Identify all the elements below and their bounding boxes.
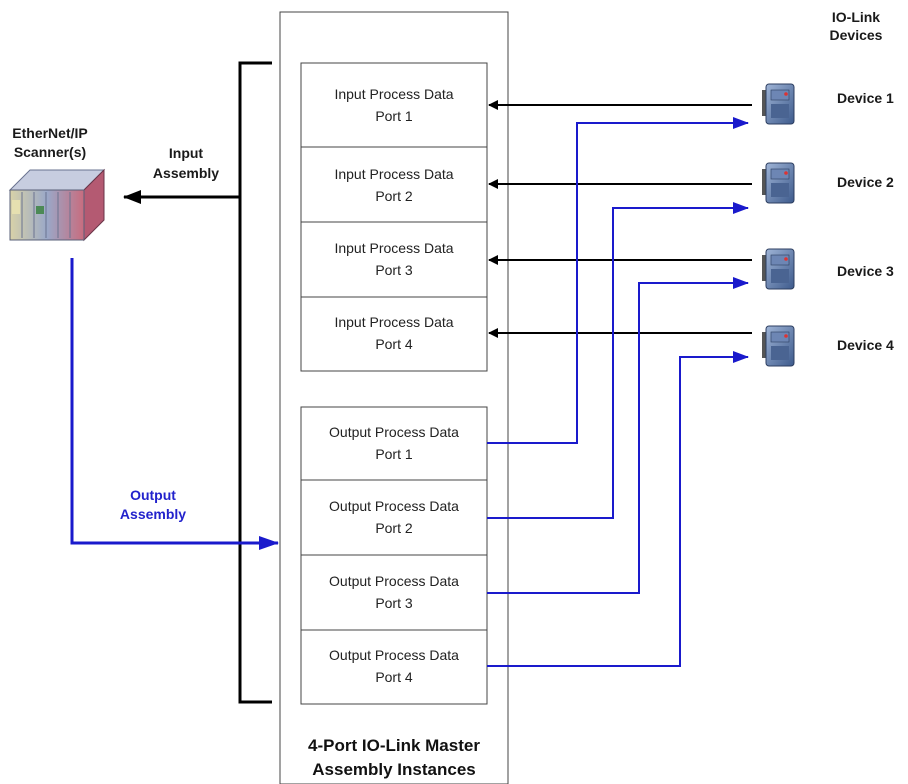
input-box-4-line1: Input Process Data <box>334 314 454 330</box>
output-box-1 <box>300 406 488 481</box>
input-box-3 <box>300 221 488 298</box>
output-line-2 <box>487 202 749 519</box>
input-box-3-line1: Input Process Data <box>334 240 454 256</box>
input-box-4-line2: Port 4 <box>375 336 413 352</box>
plc-rack-icon <box>8 168 106 242</box>
device-4-label: Device 4 <box>837 337 894 353</box>
assembly-bracket <box>238 61 272 704</box>
output-box-2-label: Output Process Data Port 2 <box>301 495 487 539</box>
output-box-3-line2: Port 3 <box>375 595 413 611</box>
output-box-1-line1: Output Process Data <box>329 424 459 440</box>
input-box-1-line1: Input Process Data <box>334 86 454 102</box>
device-1-label: Device 1 <box>837 90 894 106</box>
scanner-label-line1: EtherNet/IP <box>12 125 88 141</box>
input-boxes-group <box>300 62 488 372</box>
devices-header: IO-Link Devices <box>826 8 886 44</box>
device-2-label: Device 2 <box>837 174 894 190</box>
input-assembly-label: Input Assembly <box>136 143 236 183</box>
output-box-4-label: Output Process Data Port 4 <box>301 644 487 688</box>
output-line-1 <box>487 117 749 444</box>
output-assembly-label: Output Assembly <box>103 486 203 524</box>
input-box-3-label: Input Process Data Port 3 <box>301 237 487 281</box>
io-link-device-icon-1 <box>762 83 795 125</box>
scanner-label-line2: Scanner(s) <box>13 144 87 160</box>
devices-header-line1: IO-Link <box>831 9 881 25</box>
master-title-line2: Assembly Instances <box>312 760 476 779</box>
master-title-line1: 4-Port IO-Link Master <box>308 736 480 755</box>
output-box-4-line1: Output Process Data <box>329 647 459 663</box>
input-box-3-line2: Port 3 <box>375 262 413 278</box>
input-box-2-line1: Input Process Data <box>334 166 454 182</box>
input-box-2-line2: Port 2 <box>375 188 413 204</box>
input-box-2-label: Input Process Data Port 2 <box>301 163 487 207</box>
output-line-3 <box>487 277 749 594</box>
output-box-1-line2: Port 1 <box>375 446 413 462</box>
input-assembly-line2: Assembly <box>152 165 220 181</box>
input-box-1-line2: Port 1 <box>375 108 413 124</box>
scanner-label: EtherNet/IP Scanner(s) <box>0 124 100 162</box>
io-link-device-icon-4 <box>762 325 795 367</box>
io-link-device-icon-3 <box>762 248 795 290</box>
input-box-1 <box>300 62 488 148</box>
output-box-4-line2: Port 4 <box>375 669 413 685</box>
output-assembly-arrow <box>70 258 279 550</box>
output-box-2-line1: Output Process Data <box>329 498 459 514</box>
input-box-4-label: Input Process Data Port 4 <box>301 311 487 355</box>
input-box-4 <box>300 296 488 372</box>
output-box-3 <box>300 554 488 631</box>
output-box-2 <box>300 479 488 556</box>
output-box-2-line2: Port 2 <box>375 520 413 536</box>
device-3-label: Device 3 <box>837 263 894 279</box>
output-line-4 <box>487 351 749 667</box>
output-box-3-line1: Output Process Data <box>329 573 459 589</box>
devices-header-line2: Devices <box>829 27 883 43</box>
input-assembly-line1: Input <box>168 145 204 161</box>
output-box-3-label: Output Process Data Port 3 <box>301 570 487 614</box>
output-assembly-line1: Output <box>130 487 176 503</box>
output-box-1-label: Output Process Data Port 1 <box>301 421 487 465</box>
io-link-device-icon-2 <box>762 162 795 204</box>
master-title: 4-Port IO-Link Master Assembly Instances <box>280 734 508 782</box>
input-box-1-label: Input Process Data Port 1 <box>301 83 487 127</box>
output-assembly-line2: Assembly <box>119 506 187 522</box>
output-boxes-group <box>300 406 488 705</box>
